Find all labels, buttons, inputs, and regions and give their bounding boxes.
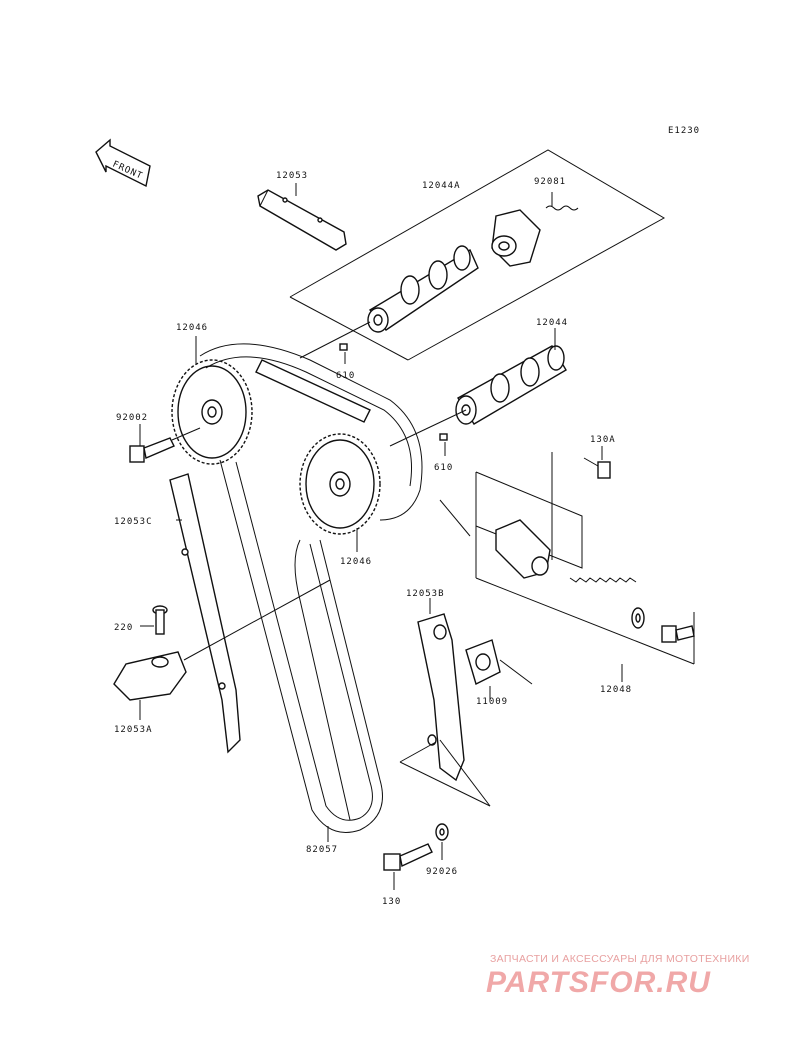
part-12053B-chain-guide (417, 598, 465, 782)
part-cam-plate (491, 209, 541, 267)
part-130-bolt (383, 843, 433, 890)
part-cam-chain-upper-loop (199, 343, 423, 521)
part-610-pin-a (339, 343, 348, 364)
part-130A-bolt (583, 446, 611, 479)
part-12046-sprocket-upper (171, 336, 253, 465)
label-92026: 92026 (426, 867, 458, 877)
label-12046-upper: 12046 (176, 323, 208, 333)
part-82057-cam-chain (219, 459, 383, 842)
label-12053C: 12053C (114, 517, 153, 527)
label-12053: 12053 (276, 171, 308, 181)
part-12053C-chain-guide (169, 473, 241, 754)
part-12044-camshaft-lower (455, 328, 567, 425)
label-130A: 130A (590, 435, 616, 445)
part-92081-spring (545, 192, 579, 211)
label-12053A: 12053A (114, 725, 153, 735)
watermark-brand-logo: PARTSFOR.RU (486, 966, 711, 999)
front-arrow-icon: FRONT (95, 138, 151, 188)
part-610-pin-b (439, 433, 448, 456)
label-82057: 82057 (306, 845, 338, 855)
part-92026-washer (435, 823, 449, 860)
label-92002: 92002 (116, 413, 148, 423)
part-12044A-camshaft-upper (367, 245, 479, 333)
camshaft-box-lines (289, 149, 666, 361)
part-220-screw (140, 605, 168, 635)
part-tensioner-body (495, 452, 553, 579)
label-12053B: 12053B (406, 589, 445, 599)
label-12044A: 12044A (422, 181, 461, 191)
part-12046-sprocket-lower (299, 433, 381, 552)
label-11009: 11009 (476, 697, 508, 707)
part-tensioner-washer (631, 607, 645, 629)
diagram-code: E1230 (668, 126, 700, 136)
label-12048: 12048 (600, 685, 632, 695)
part-12053A-guide-holder (113, 579, 331, 720)
part-tensioner-spring (569, 577, 637, 583)
lower-guide-box-lines (399, 739, 491, 807)
label-130: 130 (382, 897, 401, 907)
label-610-b: 610 (434, 463, 453, 473)
part-92002-bolt (129, 424, 201, 463)
part-tensioner-bolt (661, 625, 695, 643)
watermark-tagline: ЗАПЧАСТИ И АКСЕССУАРЫ ДЛЯ МОТОТЕХНИКИ (490, 953, 750, 965)
label-220: 220 (114, 623, 133, 633)
label-92081: 92081 (534, 177, 566, 187)
part-11009-gasket (465, 639, 533, 700)
label-12046-lower: 12046 (340, 557, 372, 567)
label-610-a: 610 (336, 371, 355, 381)
label-12044: 12044 (536, 318, 568, 328)
part-12053-top-guide (257, 183, 347, 251)
